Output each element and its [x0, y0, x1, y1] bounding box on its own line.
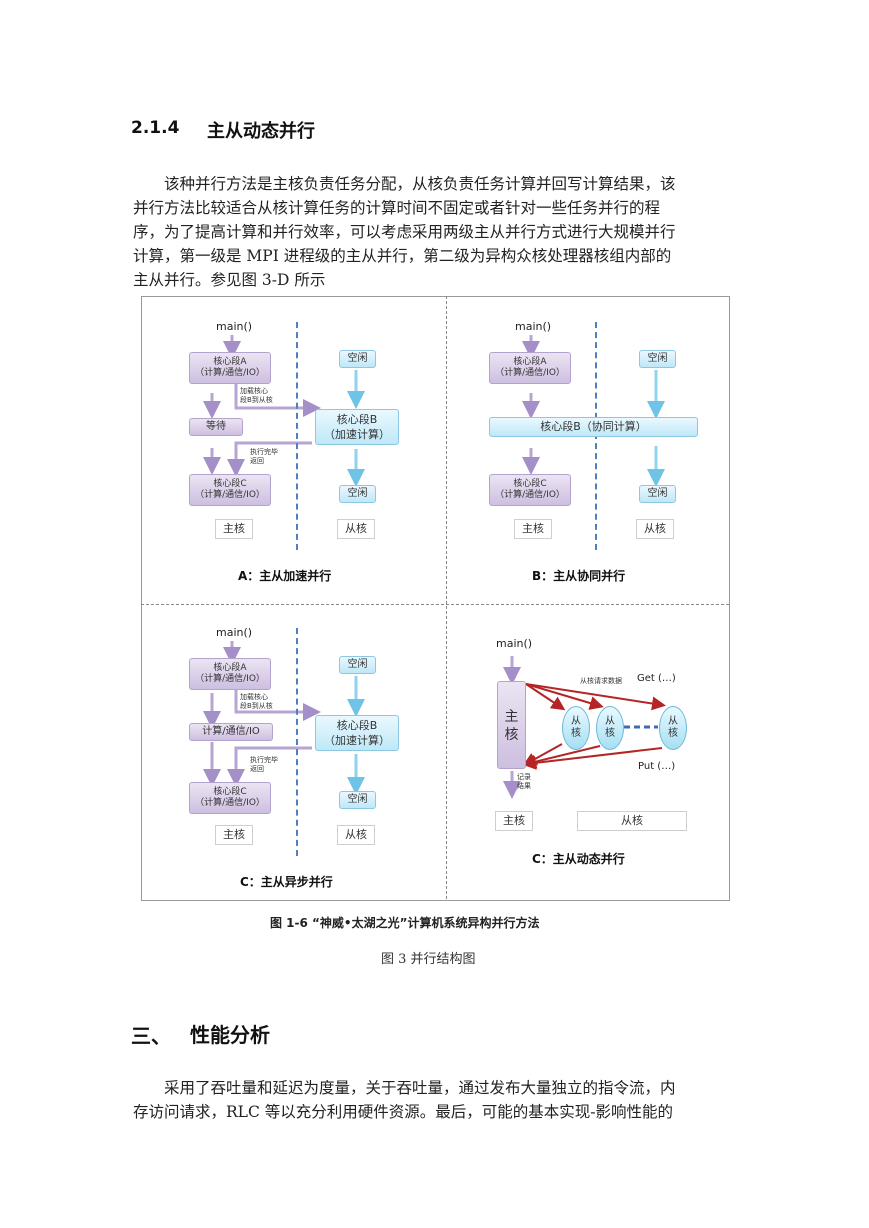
done-note-line: 返回: [250, 457, 264, 465]
panel-a-main: main(): [216, 320, 253, 333]
seg-a-desc: （计算/通信/IO）: [195, 674, 265, 684]
load-note-line: 段B到从核: [240, 702, 273, 710]
panel-c-divider: [296, 628, 298, 856]
paragraph-line: 该种并行方法是主核负责任务分配，从核负责任务计算并回写计算结果，该: [164, 175, 676, 193]
panel-c-idle-bottom: 空闲: [339, 791, 376, 809]
panel-c-calc-io: 计算/通信/IO: [189, 723, 273, 741]
paragraph-line: 主从并行。参见图 3-D 所示: [133, 271, 326, 289]
panel-d-slave-label: 从核: [577, 811, 687, 831]
seg-c-name: 核心段C: [213, 787, 247, 797]
panel-a-master-label: 主核: [215, 519, 253, 539]
panel-a-done-note: 执行完毕 返回: [250, 448, 278, 466]
panel-b-idle-top: 空闲: [639, 350, 676, 368]
paragraph-1: 该种并行方法是主核负责任务分配，从核负责任务计算并回写计算结果，该 并行方法比较…: [133, 172, 743, 292]
panel-a-divider: [296, 322, 298, 550]
section2-title: 性能分析: [190, 1023, 270, 1047]
panel-a-caption: A：主从加速并行: [238, 569, 332, 583]
panel-b-idle-bottom: 空闲: [639, 485, 676, 503]
panel-c-seg-c: 核心段C （计算/通信/IO）: [189, 782, 271, 814]
seg-c-name: 核心段C: [513, 479, 547, 489]
panel-c-seg-a: 核心段A （计算/通信/IO）: [189, 658, 271, 690]
panel-d-slave-3: 从核: [659, 706, 687, 750]
panel-a-wait: 等待: [189, 418, 243, 436]
panel-d-record: 记录 结果: [517, 773, 531, 791]
seg-b-desc: （加速计算）: [324, 734, 390, 747]
figure-vertical-divider: [446, 296, 447, 899]
section-title: 主从动态并行: [207, 121, 315, 142]
panel-d-slave-2: 从核: [596, 706, 624, 750]
panel-a-seg-a: 核心段A （计算/通信/IO）: [189, 352, 271, 384]
panel-b-master-label: 主核: [514, 519, 552, 539]
panel-b-seg-a: 核心段A （计算/通信/IO）: [489, 352, 571, 384]
panel-b-seg-c: 核心段C （计算/通信/IO）: [489, 474, 571, 506]
panel-a-slave-label: 从核: [337, 519, 375, 539]
figure-caption: 图 3 并行结构图: [381, 952, 476, 967]
figure-horizontal-divider: [141, 604, 729, 605]
panel-d-main: main(): [496, 637, 533, 650]
panel-a-idle-bottom: 空闲: [339, 485, 376, 503]
paragraph-line: 序，为了提高计算和并行效率，可以考虑采用两级主从并行方式进行大规模并行: [133, 223, 676, 241]
panel-d-get: Get (…): [637, 673, 676, 684]
paragraph-line: 采用了吞吐量和延迟为度量，关于吞吐量，通过发布大量独立的指令流，内: [164, 1079, 676, 1097]
panel-d-caption: C：主从动态并行: [532, 852, 625, 866]
record-line: 结果: [517, 782, 531, 790]
done-note-line: 执行完毕: [250, 756, 278, 764]
load-note-line: 加载核心: [240, 693, 268, 701]
seg-a-name: 核心段A: [213, 357, 247, 367]
paragraph-line: 计算，第一级是 MPI 进程级的主从并行，第二级为异构众核处理器核组内部的: [133, 247, 672, 265]
panel-d-master-core: 主 核: [497, 681, 526, 769]
seg-a-name: 核心段A: [513, 357, 547, 367]
paragraph-2: 采用了吞吐量和延迟为度量，关于吞吐量，通过发布大量独立的指令流，内 存访问请求，…: [133, 1076, 743, 1124]
seg-c-desc: （计算/通信/IO）: [195, 490, 265, 500]
panel-d-slave-1: 从核: [562, 706, 590, 750]
panel-a-seg-c: 核心段C （计算/通信/IO）: [189, 474, 271, 506]
seg-c-name: 核心段C: [213, 479, 247, 489]
panel-c-master-label: 主核: [215, 825, 253, 845]
panel-a-idle-top: 空闲: [339, 350, 376, 368]
record-line: 记录: [517, 773, 531, 781]
done-note-line: 返回: [250, 765, 264, 773]
panel-d-slave-request: 从核请求数据: [580, 677, 622, 685]
panel-b-seg-b: 核心段B（协同计算）: [489, 417, 698, 437]
panel-c-seg-b: 核心段B （加速计算）: [315, 715, 399, 751]
panel-a-seg-b: 核心段B （加速计算）: [315, 409, 399, 445]
done-note-line: 执行完毕: [250, 448, 278, 456]
panel-d-master-label: 主核: [495, 811, 533, 831]
panel-c-main: main(): [216, 626, 253, 639]
seg-c-desc: （计算/通信/IO）: [495, 490, 565, 500]
panel-b-main: main(): [515, 320, 552, 333]
slave-char: 核: [605, 728, 615, 739]
seg-a-desc: （计算/通信/IO）: [195, 368, 265, 378]
panel-b-slave-label: 从核: [636, 519, 674, 539]
slave-char: 核: [668, 728, 678, 739]
seg-b-name: 核心段B: [336, 413, 378, 426]
master-core-char: 主: [504, 709, 519, 725]
panel-d-put: Put (…): [638, 761, 676, 772]
load-note-line: 加载核心: [240, 387, 268, 395]
load-note-line: 段B到从核: [240, 396, 273, 404]
slave-char: 从: [571, 716, 581, 727]
paragraph-line: 存访问请求，RLC 等以充分利用硬件资源。最后，可能的基本实现-影响性能的: [133, 1103, 673, 1121]
slave-char: 从: [668, 716, 678, 727]
seg-b-desc: （加速计算）: [324, 428, 390, 441]
panel-c-caption: C：主从异步并行: [240, 875, 333, 889]
slave-char: 核: [571, 728, 581, 739]
seg-b-name: 核心段B: [336, 719, 378, 732]
slave-char: 从: [605, 716, 615, 727]
panel-c-idle-top: 空闲: [339, 656, 376, 674]
seg-c-desc: （计算/通信/IO）: [195, 798, 265, 808]
panel-a-load-note: 加载核心 段B到从核: [240, 387, 273, 405]
figure-inner-caption: 图 1-6 “神威•太湖之光”计算机系统异构并行方法: [270, 916, 540, 930]
seg-a-desc: （计算/通信/IO）: [495, 368, 565, 378]
section2-number: 三、: [131, 1024, 171, 1048]
seg-a-name: 核心段A: [213, 663, 247, 673]
panel-c-done-note: 执行完毕 返回: [250, 756, 278, 774]
paragraph-line: 并行方法比较适合从核计算任务的计算时间不固定或者针对一些任务并行的程: [133, 199, 661, 217]
panel-b-caption: B：主从协同并行: [532, 569, 626, 583]
panel-c-load-note: 加载核心 段B到从核: [240, 693, 273, 711]
master-core-char: 核: [504, 727, 519, 743]
section-number: 2.1.4: [131, 118, 180, 138]
panel-c-slave-label: 从核: [337, 825, 375, 845]
